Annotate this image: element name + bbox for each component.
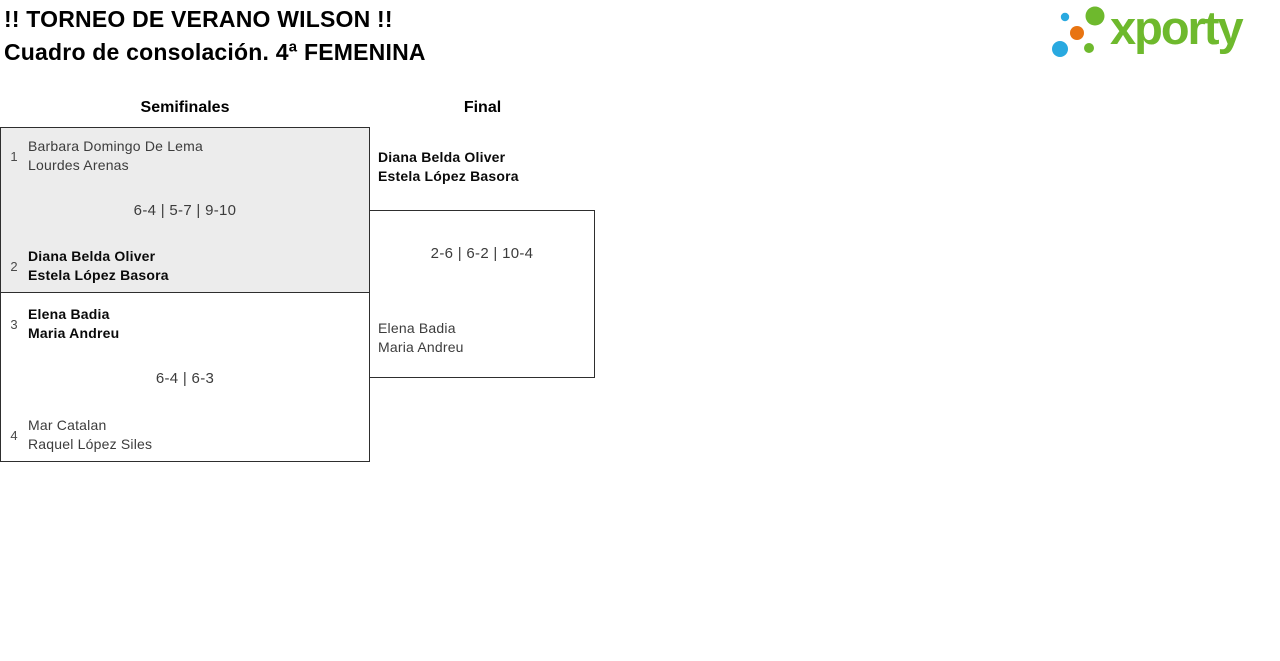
round-header-final: Final — [463, 99, 502, 116]
player-name: Maria Andreu — [28, 325, 120, 341]
logo-wordmark: xporty — [1110, 1, 1244, 54]
player-name: Elena Badia — [28, 306, 110, 322]
player-name: Estela López Basora — [28, 267, 169, 283]
seed-number: 3 — [10, 316, 18, 332]
xporty-logo[interactable]: xporty — [1048, 1, 1276, 70]
seed-number: 2 — [10, 258, 18, 274]
final-match-box: 2-6 | 6-2 | 10-4 Elena Badia Maria Andre… — [369, 210, 595, 378]
match-score: 2-6 | 6-2 | 10-4 — [430, 245, 534, 262]
semifinal-2-team-bottom: 4 Mar Catalan Raquel López Siles — [9, 416, 361, 454]
player-name: Diana Belda Oliver — [28, 248, 156, 264]
round-header-semifinals: Semifinales — [140, 99, 230, 116]
final-team-top: Diana Belda Oliver Estela López Basora — [378, 148, 1272, 186]
logo-dots-icon — [1052, 6, 1105, 57]
player-name: Estela López Basora — [378, 168, 519, 184]
player-name: Elena Badia — [378, 320, 456, 336]
semifinal-1-team-top: 1 Barbara Domingo De Lema Lourdes Arenas — [9, 137, 361, 175]
final-team-bottom: Elena Badia Maria Andreu — [378, 319, 586, 357]
semifinal-2-team-top: 3 Elena Badia Maria Andreu — [9, 305, 361, 343]
player-name: Mar Catalan — [28, 417, 107, 433]
seed-number: 1 — [10, 148, 18, 164]
player-name: Diana Belda Oliver — [378, 149, 506, 165]
seed-number: 4 — [10, 427, 18, 443]
match-score: 6-4 | 6-3 — [155, 370, 215, 387]
match-score: 6-4 | 5-7 | 9-10 — [133, 202, 237, 219]
player-name: Lourdes Arenas — [28, 157, 129, 173]
page-title-line1: !! TORNEO DE VERANO WILSON !! — [4, 6, 393, 32]
player-name: Raquel López Siles — [28, 436, 153, 452]
player-name: Barbara Domingo De Lema — [28, 138, 204, 154]
semifinal-1-team-bottom: 2 Diana Belda Oliver Estela López Basora — [9, 247, 361, 285]
semifinal-1-match-box: 1 Barbara Domingo De Lema Lourdes Arenas… — [0, 127, 370, 293]
semifinal-2-match-box: 3 Elena Badia Maria Andreu 6-4 | 6-3 4 M… — [0, 293, 370, 462]
page-title-line2: Cuadro de consolación. 4ª FEMENINA — [4, 39, 426, 65]
player-name: Maria Andreu — [378, 339, 464, 355]
